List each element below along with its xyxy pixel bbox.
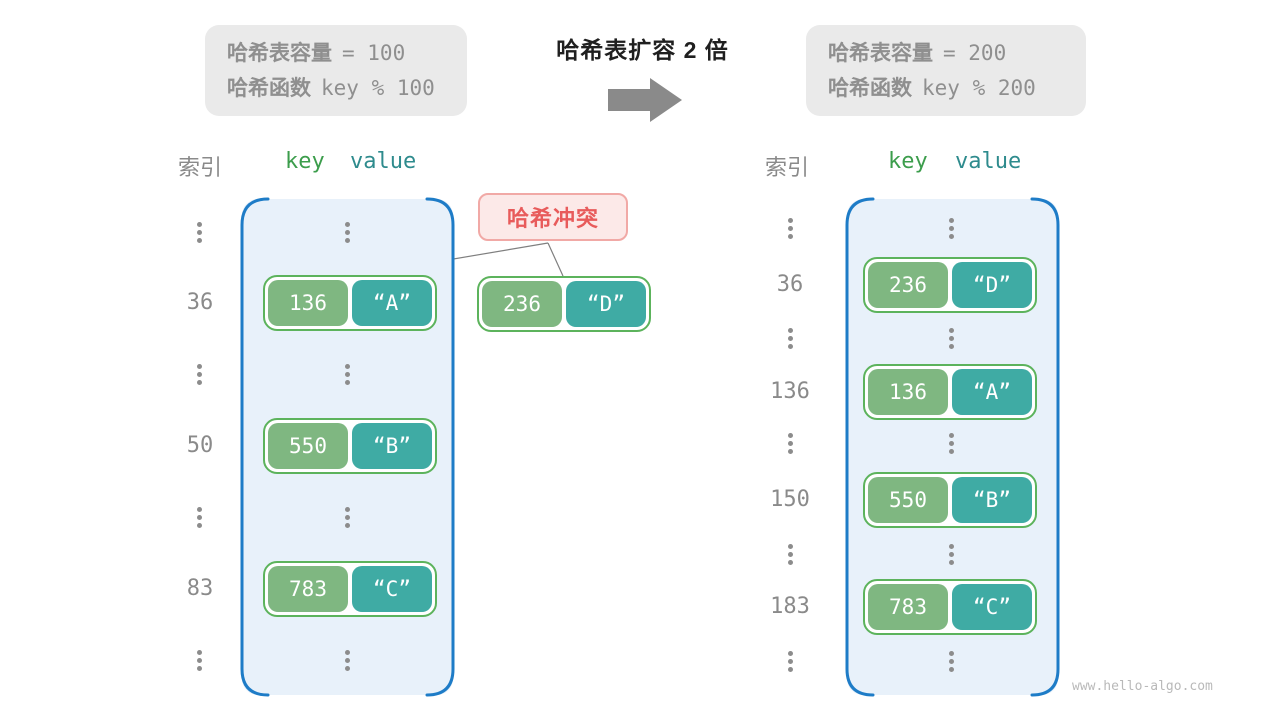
key-cell: 236 bbox=[482, 281, 562, 327]
transition-title: 哈希表扩容 2 倍 bbox=[556, 37, 729, 63]
capacity-line: 哈希表容量 = 100 bbox=[227, 36, 445, 71]
index-label: 150 bbox=[770, 487, 810, 512]
right-arrow-icon bbox=[608, 78, 682, 122]
hash-fn-label: 哈希函数 bbox=[828, 76, 912, 100]
index-ellipsis bbox=[197, 507, 202, 512]
index-label: 136 bbox=[770, 379, 810, 404]
bucket-ellipsis bbox=[949, 218, 954, 223]
hash-fn-line: 哈希函数 key % 200 bbox=[828, 71, 1064, 106]
capacity-info-before: 哈希表容量 = 100 哈希函数 key % 100 bbox=[205, 25, 467, 116]
pair-236-D: 236 “D” bbox=[863, 257, 1037, 313]
key-cell: 236 bbox=[868, 262, 948, 308]
key-cell: 783 bbox=[868, 584, 948, 630]
pair-550-B: 550 “B” bbox=[263, 418, 437, 474]
key-cell: 783 bbox=[268, 566, 348, 612]
capacity-value: = 100 bbox=[342, 40, 406, 65]
index-header-after: 索引 bbox=[765, 155, 810, 180]
capacity-line: 哈希表容量 = 200 bbox=[828, 36, 1064, 71]
hash-fn-line: 哈希函数 key % 100 bbox=[227, 71, 445, 106]
index-label: 50 bbox=[186, 433, 214, 458]
capacity-value: = 200 bbox=[943, 40, 1007, 65]
index-header-before: 索引 bbox=[178, 155, 223, 180]
value-cell: “A” bbox=[952, 369, 1032, 415]
index-ellipsis bbox=[197, 650, 202, 655]
pair-783-C: 783 “C” bbox=[863, 579, 1037, 635]
key-header-after: key bbox=[888, 149, 928, 174]
value-cell: “D” bbox=[952, 262, 1032, 308]
index-ellipsis bbox=[788, 218, 793, 223]
index-ellipsis bbox=[788, 544, 793, 549]
value-cell: “A” bbox=[352, 280, 432, 326]
pair-550-B: 550 “B” bbox=[863, 472, 1037, 528]
value-cell: “C” bbox=[952, 584, 1032, 630]
bucket-ellipsis bbox=[345, 364, 350, 369]
key-cell: 550 bbox=[868, 477, 948, 523]
bucket-ellipsis bbox=[949, 433, 954, 438]
hash-fn-value: key % 100 bbox=[321, 75, 435, 100]
index-ellipsis bbox=[197, 222, 202, 227]
index-ellipsis bbox=[788, 433, 793, 438]
value-cell: “B” bbox=[952, 477, 1032, 523]
value-cell: “D” bbox=[566, 281, 646, 327]
pair-136-A: 136 “A” bbox=[863, 364, 1037, 420]
capacity-label: 哈希表容量 bbox=[227, 41, 332, 65]
bucket-ellipsis bbox=[345, 507, 350, 512]
key-cell: 136 bbox=[868, 369, 948, 415]
hash-collision-text: 哈希冲突 bbox=[506, 206, 599, 231]
index-ellipsis bbox=[788, 328, 793, 333]
capacity-info-after: 哈希表容量 = 200 哈希函数 key % 200 bbox=[806, 25, 1086, 116]
index-label: 36 bbox=[186, 290, 214, 315]
hash-fn-label: 哈希函数 bbox=[227, 76, 311, 100]
pair-136-A: 136 “A” bbox=[263, 275, 437, 331]
bucket-ellipsis bbox=[345, 650, 350, 655]
hash-fn-value: key % 200 bbox=[922, 75, 1036, 100]
index-label: 83 bbox=[186, 576, 214, 601]
key-cell: 550 bbox=[268, 423, 348, 469]
value-header-before: value bbox=[350, 149, 417, 174]
hash-collision-label: 哈希冲突 bbox=[478, 193, 628, 241]
value-cell: “B” bbox=[352, 423, 432, 469]
index-ellipsis bbox=[788, 651, 793, 656]
index-label: 183 bbox=[770, 594, 810, 619]
pair-236-D-floating: 236 “D” bbox=[477, 276, 651, 332]
bucket-ellipsis bbox=[949, 651, 954, 656]
bucket-ellipsis bbox=[345, 222, 350, 227]
hash-table-before: 136 “A” 550 “B” 783 “C” bbox=[240, 197, 456, 697]
bucket-array-frame bbox=[845, 197, 1060, 697]
value-cell: “C” bbox=[352, 566, 432, 612]
key-header-before: key bbox=[285, 149, 325, 174]
hash-table-after: 236 “D” 136 “A” 550 “B” 783 “C” bbox=[845, 197, 1060, 697]
watermark: www.hello-algo.com bbox=[1072, 679, 1213, 694]
value-header-after: value bbox=[955, 149, 1022, 174]
capacity-label: 哈希表容量 bbox=[828, 41, 933, 65]
bucket-ellipsis bbox=[949, 544, 954, 549]
index-ellipsis bbox=[197, 364, 202, 369]
index-label: 36 bbox=[776, 272, 804, 297]
bucket-ellipsis bbox=[949, 328, 954, 333]
pair-783-C: 783 “C” bbox=[263, 561, 437, 617]
key-cell: 136 bbox=[268, 280, 348, 326]
